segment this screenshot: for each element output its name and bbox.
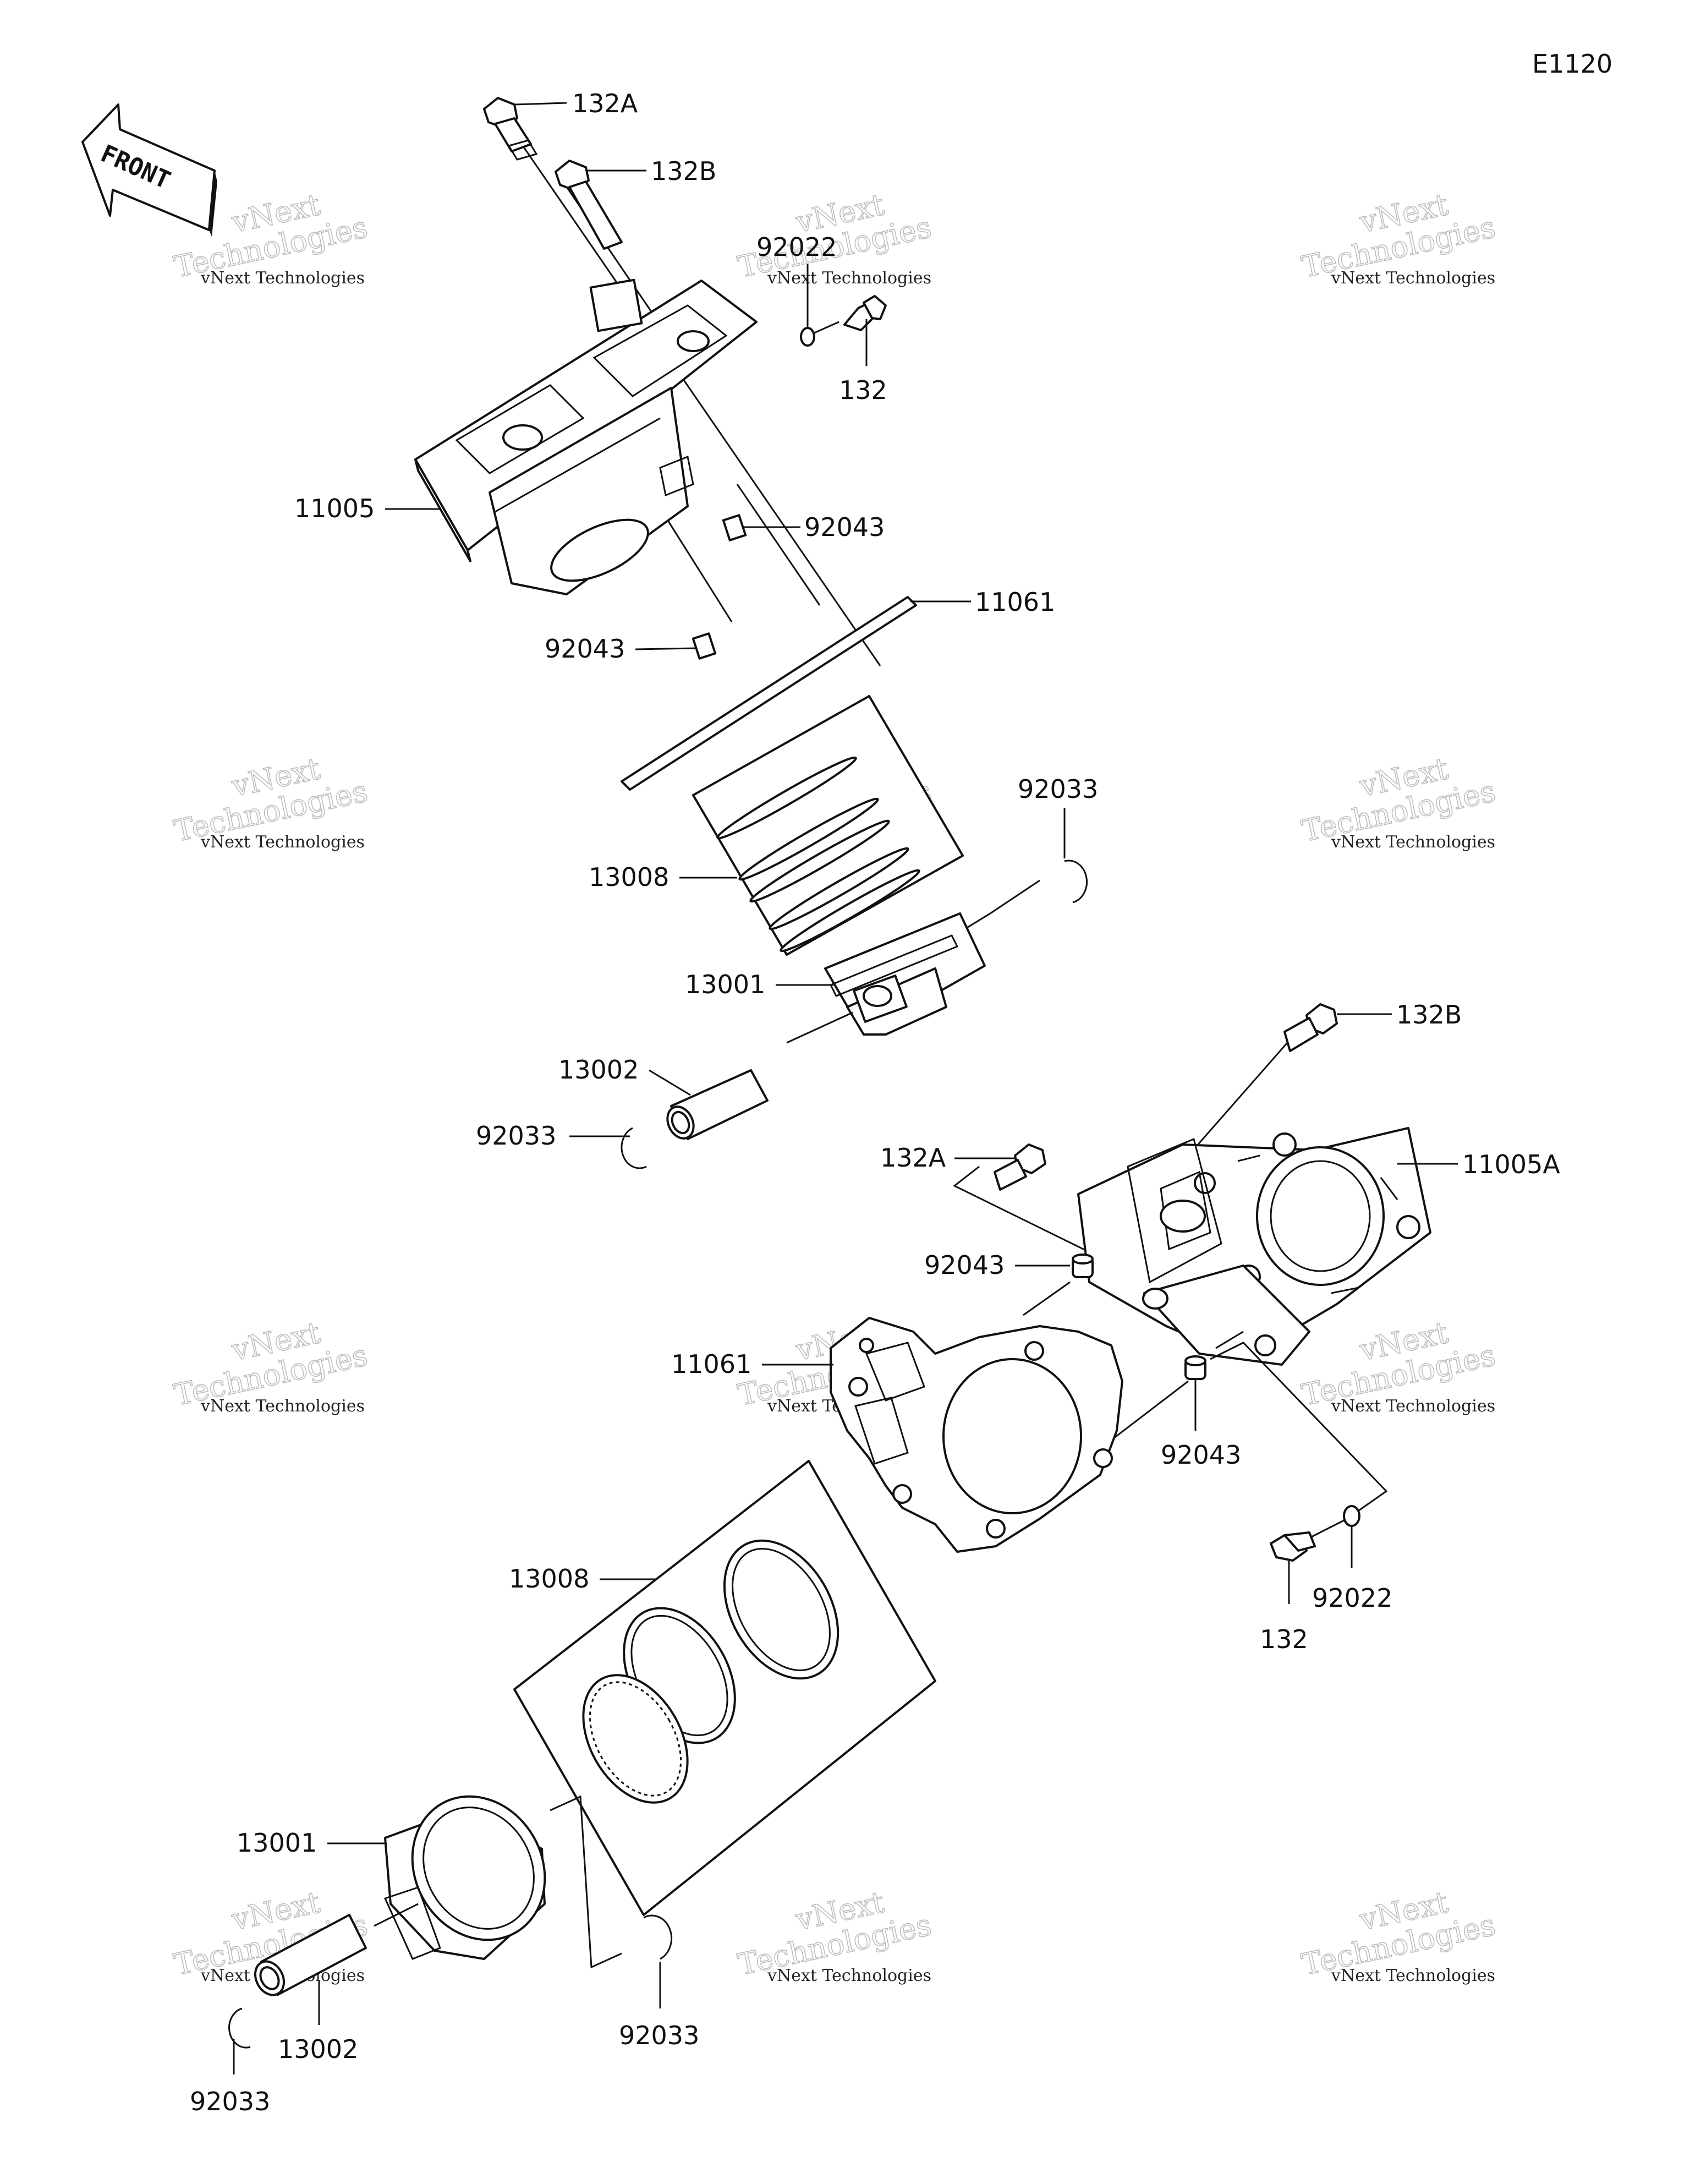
label-11005a-bottom: 11005A xyxy=(1462,1150,1560,1179)
cylinder-11005 xyxy=(414,278,758,595)
label-13001-bottom: 13001 xyxy=(237,1828,317,1858)
circlip-92033-top-right xyxy=(1064,860,1088,904)
dowel-92043-top-left xyxy=(692,632,717,660)
watermark-text: vNext Technologies xyxy=(1331,269,1495,288)
piston-pin-13002-bottom xyxy=(254,1914,367,1996)
piston-rings-13008-top xyxy=(692,695,964,956)
piston-pin-13002-top xyxy=(666,1069,769,1140)
label-92022-top: 92022 xyxy=(756,232,837,262)
bolt-132-bottom xyxy=(1270,1531,1316,1562)
leader-line xyxy=(649,1069,691,1096)
label-92043-bottom-right: 92043 xyxy=(1161,1440,1241,1470)
circlip-92033-top-left xyxy=(621,1127,647,1169)
label-132-top: 132 xyxy=(839,375,887,405)
bolt-132a-top xyxy=(483,97,538,161)
leader-line xyxy=(550,1795,622,1969)
label-13002-top: 13002 xyxy=(558,1055,639,1085)
leader-line xyxy=(374,1903,419,1927)
label-92033-top-right: 92033 xyxy=(1018,774,1098,804)
leader-line xyxy=(786,1011,853,1044)
leader-line xyxy=(635,647,696,650)
label-92043-top-right: 92043 xyxy=(804,512,885,542)
leader-line xyxy=(1210,1342,1388,1512)
bolt-132a-bottom xyxy=(994,1143,1046,1191)
label-11061-top: 11061 xyxy=(975,587,1055,617)
watermark-text: vNext Technologies xyxy=(767,269,931,288)
label-132a-top: 132A xyxy=(572,89,638,118)
leader-line xyxy=(814,321,839,334)
label-92022-bottom: 92022 xyxy=(1312,1583,1392,1613)
circlip-92033-bottom-left xyxy=(228,2007,251,2049)
label-13008-top: 13008 xyxy=(589,862,669,892)
front-arrow-icon: FRONT xyxy=(81,103,217,237)
washer-92022-top xyxy=(800,327,815,347)
bolt-132b-top xyxy=(555,160,623,250)
piston-rings-13008-bottom xyxy=(513,1460,936,1916)
watermark-text: vNext Technologies xyxy=(200,1397,365,1416)
watermark-text: vNext Technologies xyxy=(767,1966,931,1985)
diagram-code: E1120 xyxy=(1532,49,1612,79)
label-132a-bottom: 132A xyxy=(880,1143,946,1173)
dowel-92043-bottom-right xyxy=(1184,1355,1206,1380)
circlip-92033-bottom-mid xyxy=(643,1914,672,1960)
label-11061-bottom: 11061 xyxy=(671,1349,751,1379)
label-92033-bottom-mid: 92033 xyxy=(619,2021,699,2050)
leader-line xyxy=(990,879,1040,915)
gasket-11061-bottom xyxy=(830,1317,1123,1553)
label-13002-bottom: 13002 xyxy=(278,2034,358,2064)
label-132b-top: 132B xyxy=(651,156,716,186)
label-132-bottom: 132 xyxy=(1260,1624,1308,1654)
label-92033-bottom-left: 92033 xyxy=(190,2087,270,2116)
cylinder-11005a xyxy=(1077,1127,1431,1366)
label-92033-top-left: 92033 xyxy=(476,1121,556,1151)
leader-line xyxy=(1023,1281,1071,1316)
label-132b-bottom: 132B xyxy=(1396,1000,1462,1030)
bolt-axis-line xyxy=(1187,1042,1288,1156)
watermark-text: vNext Technologies xyxy=(1331,1397,1495,1416)
leader-line xyxy=(953,1165,1112,1264)
label-92043-top-left: 92043 xyxy=(545,634,625,664)
bolt-132-top xyxy=(843,295,887,331)
piston-13001-bottom xyxy=(383,1795,546,1960)
dowel-92043-top-right xyxy=(722,514,747,541)
label-13001-top: 13001 xyxy=(685,970,765,999)
label-11005-top: 11005 xyxy=(294,494,375,523)
bolt-axis-line xyxy=(516,137,881,666)
watermark-text: vNext Technologies xyxy=(1331,1966,1495,1985)
dowel-axis-line xyxy=(736,484,821,606)
leader-line xyxy=(514,102,567,106)
watermark-text: vNext Technologies xyxy=(200,269,365,288)
bolt-132b-bottom xyxy=(1283,1003,1338,1052)
piston-13001-top xyxy=(824,912,986,1036)
watermark-text: vNext Technologies xyxy=(1331,833,1495,852)
label-92043-bottom-left: 92043 xyxy=(924,1250,1005,1280)
leader-line xyxy=(1215,1331,1244,1349)
gasket-11061-top xyxy=(621,596,917,791)
dowel-92043-bottom-left xyxy=(1072,1254,1094,1278)
watermark-text: vNext Technologies xyxy=(200,833,365,852)
label-13008-bottom: 13008 xyxy=(509,1564,589,1594)
washer-92022-bottom xyxy=(1343,1505,1360,1527)
